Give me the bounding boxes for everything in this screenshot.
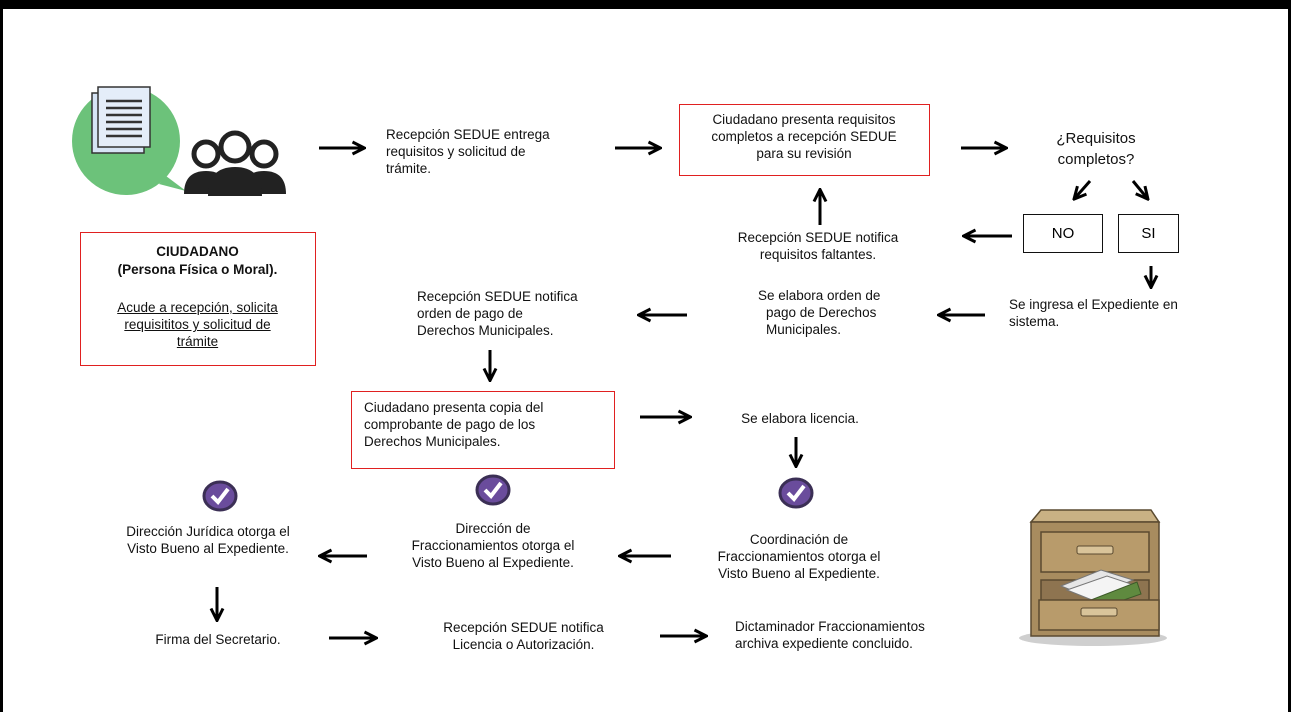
step-notifica-licencia: Recepción SEDUE notifica Licencia o Auto… xyxy=(411,619,636,653)
text-line: Fraccionamientos otorga el xyxy=(717,549,881,564)
text-line: Dictaminador Fraccionamientos xyxy=(735,619,925,634)
step-ingresa-expediente: Se ingresa el Expediente en sistema. xyxy=(1009,296,1229,330)
step-juridica-visto-bueno: Dirección Jurídica otorga el Visto Bueno… xyxy=(98,523,318,557)
text-line: completos a recepción SEDUE xyxy=(711,129,897,144)
text-line: Se ingresa el Expediente en xyxy=(1009,297,1178,312)
step-presenta-requisitos: Ciudadano presenta requisitos completos … xyxy=(679,104,930,176)
text-line: sistema. xyxy=(1009,314,1060,329)
checkmark-icon xyxy=(475,474,511,506)
arrow-4 xyxy=(1075,180,1092,198)
text-line: Derechos Municipales. xyxy=(364,434,501,449)
text-line: Recepción SEDUE notifica xyxy=(737,230,899,245)
step-direccion-fracc-visto-bueno: Dirección de Fraccionamientos otorga el … xyxy=(383,520,603,571)
step-elabora-licencia: Se elabora licencia. xyxy=(741,411,859,426)
text-line: Visto Bueno al Expediente. xyxy=(412,555,574,570)
checkmark-icon xyxy=(778,477,814,509)
citizens-icon xyxy=(72,86,286,196)
citizen-body: Acude a recepción, solicita requisititos… xyxy=(81,299,314,350)
text-line: completos? xyxy=(1057,151,1135,168)
text-line: requisitos y solicitud de xyxy=(386,144,526,159)
step-firma-secretario: Firma del Secretario. xyxy=(155,632,281,647)
step-coordinacion-visto-bueno: Coordinación de Fraccionamientos otorga … xyxy=(689,531,909,582)
text-line: trámite xyxy=(176,334,219,349)
filing-cabinet-icon xyxy=(1019,509,1167,646)
decision-requisitos-completos: ¿Requisitos completos? xyxy=(1036,128,1156,170)
citizen-subtitle: (Persona Física o Moral). xyxy=(117,262,278,277)
text-line: Recepción SEDUE notifica xyxy=(443,620,604,635)
arrow-5 xyxy=(1131,180,1147,198)
text-line: requisititos y solicitud de xyxy=(124,317,271,332)
text-line: Coordinación de xyxy=(749,532,849,547)
text-line: Se elabora orden de xyxy=(758,288,881,303)
flow-arrows xyxy=(3,9,1291,721)
text-line: comprobante de pago de los xyxy=(364,417,536,432)
text-line: Dirección Jurídica otorga el xyxy=(126,524,290,539)
checkmark-icon xyxy=(202,480,238,512)
text-line: Municipales. xyxy=(766,322,842,337)
text-line: Recepción SEDUE notifica xyxy=(417,289,578,304)
text-line: requisitos faltantes. xyxy=(759,247,877,262)
step-notifica-faltantes: Recepción SEDUE notifica requisitos falt… xyxy=(703,229,933,263)
decision-si: SI xyxy=(1118,214,1179,253)
text-line: trámite. xyxy=(386,161,432,176)
step-notifica-orden-pago: Recepción SEDUE notifica orden de pago d… xyxy=(417,288,627,339)
text-line: para su revisión xyxy=(756,146,852,161)
citizen-box: CIUDADANO (Persona Física o Moral). Acud… xyxy=(80,232,316,366)
text-line: ¿Requisitos xyxy=(1056,130,1136,147)
text-line: Licencia o Autorización. xyxy=(452,637,595,652)
text-line: pago de Derechos xyxy=(766,305,877,320)
text-line: Acude a recepción, solicita xyxy=(117,300,278,315)
text-line: Visto Bueno al Expediente. xyxy=(127,541,289,556)
text-line: Ciudadano presenta requisitos xyxy=(712,112,896,127)
text-line: archiva expediente concluido. xyxy=(735,636,913,651)
text-line: Visto Bueno al Expediente. xyxy=(718,566,880,581)
text-line: Recepción SEDUE entrega xyxy=(386,127,550,142)
text-line: Fraccionamientos otorga el xyxy=(411,538,575,553)
citizen-title: CIUDADANO xyxy=(156,244,239,259)
text-line: Dirección de xyxy=(455,521,531,536)
decision-no: NO xyxy=(1023,214,1103,253)
text-line: orden de pago de xyxy=(417,306,523,321)
step-elabora-orden-pago: Se elabora orden de pago de Derechos Mun… xyxy=(758,287,948,338)
document-icon xyxy=(91,86,151,154)
people-icon xyxy=(184,130,286,196)
step-presenta-comprobante: Ciudadano presenta copia del comprobante… xyxy=(351,391,615,469)
text-line: Derechos Municipales. xyxy=(417,323,554,338)
step-entrega-requisitos: Recepción SEDUE entrega requisitos y sol… xyxy=(386,126,606,177)
step-archiva-expediente: Dictaminador Fraccionamientos archiva ex… xyxy=(735,618,975,652)
text-line: Ciudadano presenta copia del xyxy=(364,400,544,415)
